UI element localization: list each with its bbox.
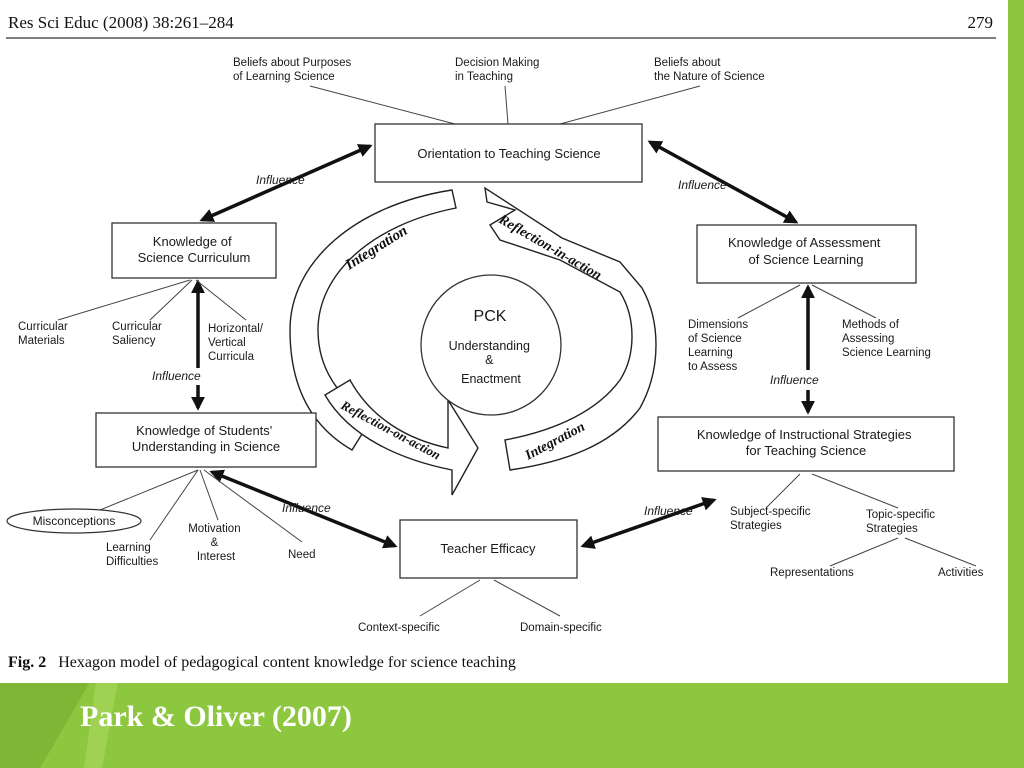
instructional-sub-lines <box>765 473 977 567</box>
curriculum-sub-lines <box>57 279 247 321</box>
slide-decoration <box>0 682 118 768</box>
sub-topic-specific: Topic-specific Strategies <box>866 509 938 535</box>
sub-domain-specific: Domain-specific <box>520 622 602 634</box>
cycle-arrows <box>289 186 657 496</box>
node-instructional-box <box>657 416 955 472</box>
node-efficacy-label: Teacher Efficacy <box>440 541 536 556</box>
assessment-sub-lines <box>737 284 877 319</box>
node-curriculum-box <box>111 222 277 279</box>
node-orientation-box <box>374 123 643 183</box>
cycle-arrow-left <box>289 189 457 451</box>
node-efficacy-box <box>399 519 578 579</box>
influence-label-top-left: Influence <box>256 173 305 187</box>
sub-context-specific: Context-specific <box>358 622 440 634</box>
sub-need: Need <box>288 549 316 561</box>
sub-methods-assessing: Methods of Assessing Science Learning <box>842 319 931 359</box>
sub-horizontal-vertical: Horizontal/ Vertical Curricula <box>208 323 266 363</box>
node-students-box <box>95 412 317 468</box>
journal-header: Res Sci Educ (2008) 38:261–284 <box>8 13 234 32</box>
node-assessment-box <box>696 224 917 284</box>
node-curriculum-label: Knowledge of Science Curriculum <box>138 234 251 265</box>
node-students-label: Knowledge of Students' Understanding in … <box>132 423 280 454</box>
node-instructional-label: Knowledge of Instructional Strategies fo… <box>697 427 915 458</box>
sub-learning-difficulties: Learning Difficulties <box>106 542 158 568</box>
page-number: 279 <box>968 13 994 32</box>
influence-label-right: Influence <box>770 373 819 387</box>
influence-label-top-right: Influence <box>678 178 727 192</box>
node-assessment-label: Knowledge of Assessment of Science Learn… <box>728 235 884 267</box>
figure-caption: Fig. 2 Hexagon model of pedagogical cont… <box>8 654 516 671</box>
cycle-arrow-right <box>484 186 657 471</box>
sub-curricular-materials: Curricular Materials <box>18 321 71 347</box>
pck-title: PCK <box>474 308 507 325</box>
student-sub-lines <box>99 469 303 543</box>
pck-center-circle <box>420 274 562 416</box>
label-decision-making: Decision Making in Teaching <box>455 57 543 83</box>
sub-dimensions-of-learning: Dimensions of Science Learning to Assess <box>688 319 751 373</box>
misconceptions-ellipse <box>6 508 142 534</box>
influence-label-bottom-left: Influence <box>282 501 331 515</box>
top-connector-lines <box>309 85 701 125</box>
sub-curricular-saliency: Curricular Saliency <box>112 321 165 347</box>
label-beliefs-nature: Beliefs about the Nature of Science <box>654 57 765 83</box>
sub-misconceptions: Misconceptions <box>33 514 116 528</box>
cycle-arrow-bottom <box>324 379 479 496</box>
label-beliefs-purposes: Beliefs about Purposes of Learning Scien… <box>233 57 354 83</box>
sub-representations: Representations <box>770 567 854 579</box>
pck-subtitle: Understanding & Enactment <box>449 339 534 386</box>
sub-motivation-interest: Motivation & Interest <box>188 523 244 563</box>
sub-activities: Activities <box>938 567 984 579</box>
node-orientation-label: Orientation to Teaching Science <box>417 146 600 161</box>
slide-citation: Park & Oliver (2007) <box>80 700 352 733</box>
influence-arrows <box>191 140 815 549</box>
sub-subject-specific: Subject-specific Strategies <box>730 506 814 532</box>
influence-label-bottom-right: Influence <box>644 504 693 518</box>
influence-label-left: Influence <box>152 369 201 383</box>
efficacy-sub-lines <box>419 579 561 617</box>
